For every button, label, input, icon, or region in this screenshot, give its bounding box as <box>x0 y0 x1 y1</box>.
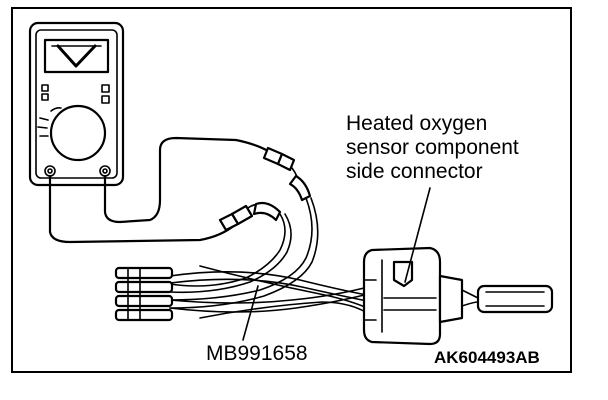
connector-callout-line <box>404 187 431 283</box>
tool-callout-line <box>242 285 259 341</box>
figure-id: AK604493AB <box>434 348 540 367</box>
connector-label-line2: sensor component <box>346 136 519 159</box>
connector-label-line1: Heated oxygen <box>346 112 487 135</box>
connector-icon <box>362 246 554 346</box>
test-lead-red <box>103 136 301 224</box>
test-lead-black <box>48 174 267 244</box>
figure-frame <box>11 7 572 373</box>
tool-label: MB991658 <box>206 342 308 365</box>
multimeter-icon <box>28 21 125 187</box>
connector-label-line3: side connector <box>346 160 483 183</box>
test-harness-icon <box>114 174 373 322</box>
